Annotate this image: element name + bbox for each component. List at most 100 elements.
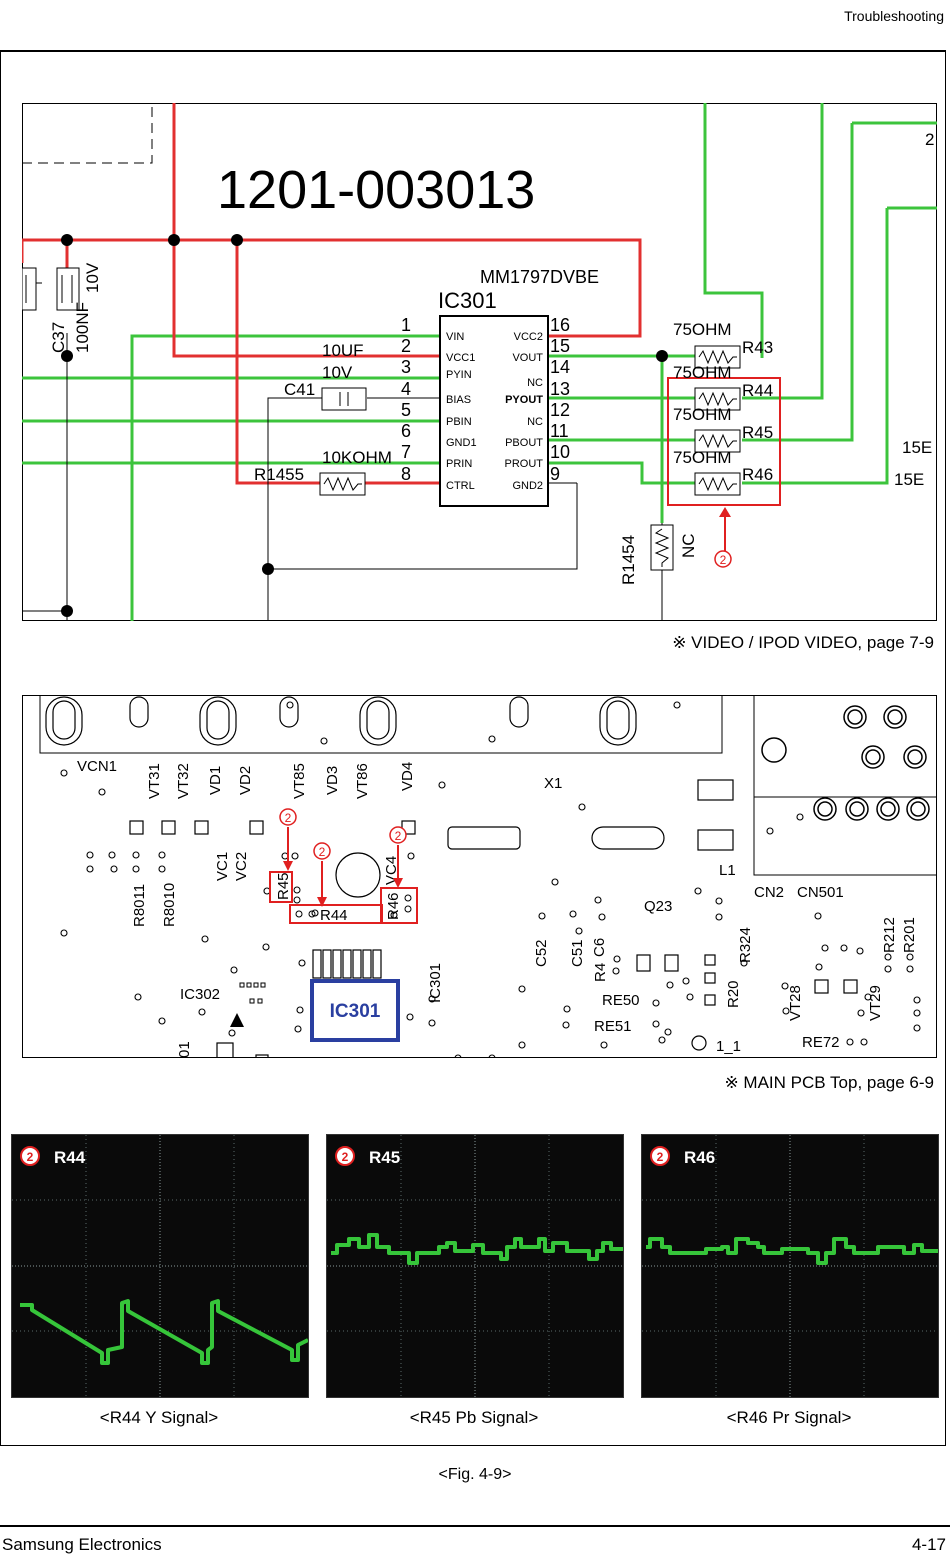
- scope-r45-marker: 2: [342, 1150, 349, 1164]
- pcb-label-r20: R20: [725, 980, 742, 1008]
- r43-label: R43: [742, 338, 773, 357]
- pcb-label-vcn1: VCN1: [77, 758, 117, 775]
- pcb-label-r324: R324: [737, 927, 754, 963]
- scope-panel-r44: 2 R44: [11, 1134, 309, 1398]
- pin-12-num: 12: [550, 400, 570, 420]
- edge-label-15a: 15E: [902, 438, 932, 457]
- pcb-label-r8010: R8010: [161, 883, 178, 927]
- pcb-label-vt85: VT85: [291, 763, 308, 799]
- pin-7-name: PRIN: [446, 458, 472, 470]
- pcb-label-vd1: VD1: [207, 766, 224, 795]
- pin-8-name: CTRL: [446, 480, 475, 492]
- waveform-r44: [20, 1299, 309, 1365]
- pcb-label-1-1: 1_1: [716, 1038, 741, 1055]
- pcb-label-vt32: VT32: [175, 763, 192, 799]
- pcb-marker-r46: 2: [395, 829, 402, 843]
- scope-r46-marker: 2: [657, 1150, 664, 1164]
- pcb-label-c6: C6: [591, 938, 608, 957]
- pcb-label-ic301: IC301: [427, 963, 444, 1003]
- pcb-label-ic302: IC302: [180, 986, 220, 1003]
- pcb-label-cn2: CN2: [754, 884, 784, 901]
- pcb-label-c51: C51: [569, 939, 586, 967]
- schematic-diagram: 2 1201-003013 MM1797DVBE IC301 1 2 3 4 5…: [22, 103, 937, 621]
- r45-value: 75OHM: [673, 405, 732, 424]
- schematic-marker: 2: [720, 553, 727, 567]
- pin-6-name: GND1: [446, 437, 477, 449]
- r44-label: R44: [742, 381, 773, 400]
- scope-r45-label: R45: [369, 1148, 400, 1167]
- pin-12-name: NC: [527, 416, 543, 428]
- pin-2-num: 2: [401, 336, 411, 356]
- ic-ref: IC301: [438, 288, 497, 313]
- pcb-callout-r45: R45: [275, 872, 292, 900]
- cap-value: 10UF: [322, 341, 364, 360]
- pin-5-num: 5: [401, 400, 411, 420]
- pin-4-name: BIAS: [446, 394, 471, 406]
- edge-label-2: 2: [925, 130, 934, 149]
- footer-company: Samsung Electronics: [2, 1535, 162, 1554]
- pcb-label-re72: RE72: [802, 1034, 840, 1051]
- pcb-callout-r44: R44: [320, 907, 348, 924]
- r46-value: 75OHM: [673, 448, 732, 467]
- r46-label: R46: [742, 465, 773, 484]
- scope-caption-r45: <R45 Pb Signal>: [409, 1408, 539, 1427]
- pin-9-name: GND2: [512, 480, 543, 492]
- scope-r46-label: R46: [684, 1148, 715, 1167]
- pcb-label-vc2: VC2: [233, 852, 250, 881]
- c37-value: 100NF: [73, 302, 92, 353]
- pcb-marker-r44: 2: [319, 845, 326, 859]
- r44-value: 75OHM: [673, 363, 732, 382]
- pcb-label-r4: R4: [592, 963, 609, 982]
- scope-r44-label: R44: [54, 1148, 86, 1167]
- pcb-label-01: 01: [176, 1041, 193, 1058]
- r1455-label: R1455: [254, 465, 304, 484]
- pin-10-name: PROUT: [505, 458, 544, 470]
- pin-10-num: 10: [550, 442, 570, 462]
- pcb-marker-r45: 2: [285, 811, 292, 825]
- pin-6-num: 6: [401, 421, 411, 441]
- pcb-callout-r46: R46: [385, 892, 402, 920]
- pin-14-name: NC: [527, 377, 543, 389]
- r45-label: R45: [742, 423, 773, 442]
- res-value: 10KOHM: [322, 448, 392, 467]
- pin-1-name: VIN: [446, 331, 464, 343]
- pcb-label-vc1: VC1: [214, 852, 231, 881]
- pin-5-name: PBIN: [446, 416, 472, 428]
- pcb-label-r201: R201: [901, 917, 918, 953]
- pin-14-num: 14: [550, 357, 570, 377]
- pin-7-num: 7: [401, 442, 411, 462]
- r1454-label: R1454: [619, 535, 638, 585]
- pin-9-num: 9: [550, 464, 560, 484]
- scope-panel-r46: 2 R46: [641, 1134, 939, 1398]
- edge-label-15b: 15E: [894, 470, 924, 489]
- pcb-label-cn501: CN501: [797, 884, 844, 901]
- pcb-layout: VCN1 X1 L1 CN2 CN501 Q23 RE50 RE51 RE72 …: [22, 695, 937, 1058]
- scope-r44-marker: 2: [27, 1150, 34, 1164]
- pin-1-num: 1: [401, 315, 411, 335]
- r43-value: 75OHM: [673, 320, 732, 339]
- pcb-label-q23: Q23: [644, 898, 672, 915]
- figure-caption: <Fig. 4-9>: [438, 1466, 512, 1483]
- pin-16-num: 16: [550, 315, 570, 335]
- pin-3-name: PYIN: [446, 369, 472, 381]
- scope-caption-r46: <R46 Pr Signal>: [726, 1408, 852, 1427]
- pin-13-name: PYOUT: [505, 394, 543, 406]
- pcb-label-vd4: VD4: [399, 762, 416, 791]
- ic-model: MM1797DVBE: [480, 267, 599, 287]
- pin-15-name: VOUT: [512, 352, 543, 364]
- pin-8-num: 8: [401, 464, 411, 484]
- pcb-ic301-highlight-label: IC301: [330, 1001, 381, 1022]
- pcb-reference-note: ※ MAIN PCB Top, page 6-9: [724, 1073, 934, 1092]
- pcb-label-re51: RE51: [594, 1018, 632, 1035]
- scope-screen-r46: 2 R46: [642, 1135, 938, 1397]
- scope-screen-r44: 2 R44: [12, 1135, 309, 1397]
- pin-15-num: 15: [550, 336, 570, 356]
- waveform-r46: [646, 1237, 938, 1265]
- part-number: 1201-003013: [217, 160, 535, 220]
- pcb-label-vc4: VC4: [383, 856, 400, 885]
- pcb-label-vt86: VT86: [354, 763, 371, 799]
- footer-divider: [0, 1525, 950, 1527]
- pcb-label-vt28: VT28: [787, 985, 804, 1021]
- footer-page-number: 4-17: [911, 1535, 946, 1554]
- pcb-label-re50: RE50: [602, 992, 640, 1009]
